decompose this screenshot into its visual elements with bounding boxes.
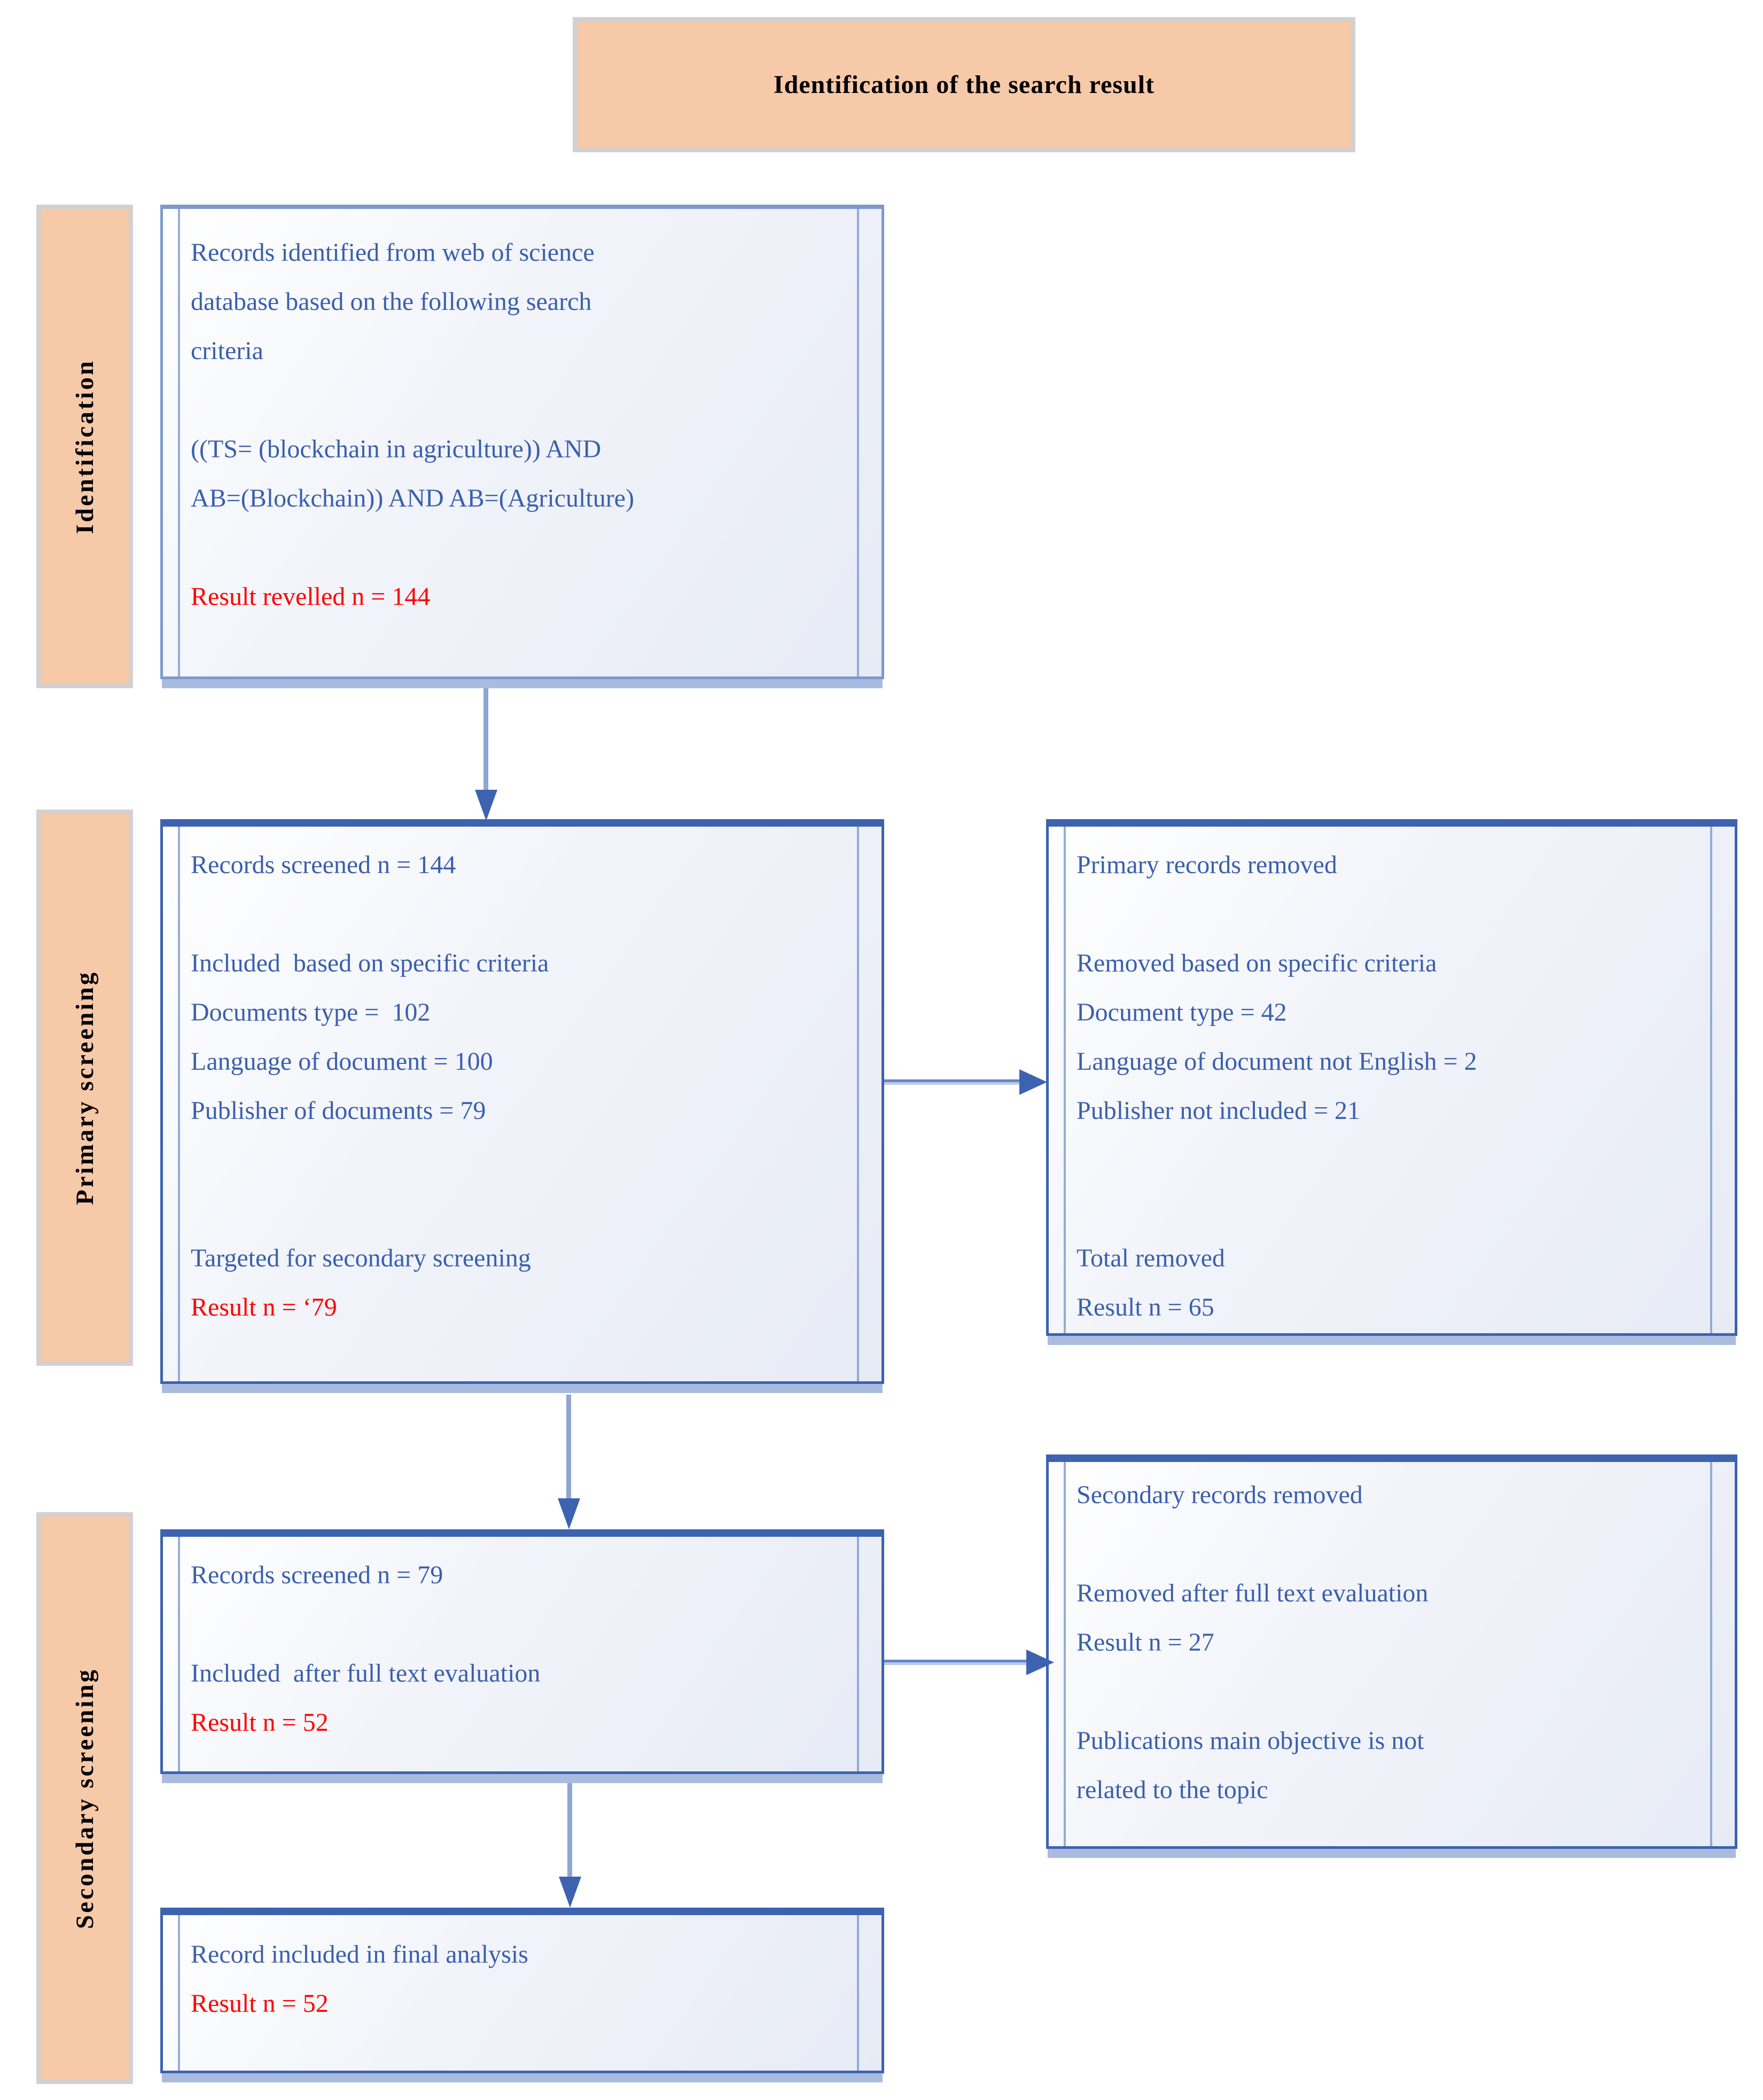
arrow-shaft: [567, 1783, 572, 1877]
box-secondary-screening: Records screened n = 79 Included after fu…: [160, 1529, 884, 1774]
stage-label-secondary-screening: Secondary screening: [36, 1512, 133, 2084]
title-banner: Identification of the search result: [573, 17, 1355, 152]
box-text-line: Primary records removed: [1076, 851, 1337, 879]
box-text-line: [191, 890, 860, 939]
box-text-line: related to the topic: [1076, 1776, 1268, 1804]
box-text-line: ((TS= (blockchain in agriculture)) AND: [191, 435, 602, 463]
arrow-down-icon: [558, 1498, 580, 1529]
box-text-line: [191, 376, 860, 425]
box-text-line: Result n = 52: [191, 1989, 329, 2018]
box-text-line: [191, 1135, 860, 1185]
stage-label-text: Primary screening: [71, 970, 99, 1205]
box-text-line: Language of document not English = 2: [1076, 1047, 1477, 1076]
box-text-line: Result n = 27: [1076, 1628, 1214, 1656]
box-text-line: [1076, 1135, 1713, 1185]
box-text-line: criteria: [191, 337, 263, 365]
box-text-line: Publications main objective is not: [1076, 1726, 1424, 1755]
arrow-right-icon: [1019, 1069, 1047, 1095]
box-text-line: [191, 1185, 860, 1234]
arrow-shaft: [566, 1395, 571, 1499]
stage-label-identification: Identification: [36, 205, 133, 688]
arrow-shaft: [884, 1660, 1027, 1665]
box-text-line: [191, 523, 860, 572]
box-text-line: Removed based on specific criteria: [1076, 949, 1437, 977]
box-text-line: Records screened n = 144: [191, 851, 456, 879]
box-text-line: [1076, 1520, 1713, 1569]
title-text: Identification of the search result: [773, 71, 1155, 99]
box-text-line: AB=(Blockchain)) AND AB=(Agriculture): [191, 484, 634, 512]
box-text-line: Secondary records removed: [1076, 1481, 1363, 1509]
box-text-line: Targeted for secondary screening: [191, 1244, 531, 1272]
box-text-line: Records identified from web of science: [191, 238, 595, 267]
box-text-line: Removed after full text evaluation: [1076, 1579, 1429, 1607]
arrow-right-icon: [1026, 1650, 1054, 1675]
box-text-line: Result n = ‘79: [191, 1293, 337, 1321]
box-text-line: Publisher of documents = 79: [191, 1096, 486, 1125]
box-text-line: [1076, 1667, 1713, 1716]
box-text-line: Result n = 65: [1076, 1293, 1214, 1321]
box-text-line: Records screened n = 79: [191, 1561, 443, 1589]
box-text-line: Documents type = 102: [191, 998, 431, 1026]
box-text-line: Result revelled n = 144: [191, 582, 431, 611]
stage-label-primary-screening: Primary screening: [36, 810, 133, 1366]
box-text-line: [191, 1600, 860, 1649]
box-text-line: Publisher not included = 21: [1076, 1096, 1361, 1125]
box-text-line: Document type = 42: [1076, 998, 1287, 1026]
box-text-line: Included after full text evaluation: [191, 1659, 541, 1687]
arrow-down-icon: [559, 1877, 581, 1908]
box-text-line: Result n = 52: [191, 1708, 329, 1737]
stage-label-text: Secondary screening: [71, 1667, 99, 1929]
box-text-line: Language of document = 100: [191, 1047, 493, 1076]
box-records-identified: Records identified from web of science da…: [160, 205, 884, 679]
arrow-shaft: [884, 1079, 1020, 1085]
arrow-shaft: [483, 688, 488, 791]
arrow-down-icon: [475, 790, 497, 821]
box-text-line: Record included in final analysis: [191, 1940, 528, 1969]
box-text-line: [1076, 890, 1713, 939]
box-text-line: Included based on specific criteria: [191, 949, 549, 977]
box-text-line: [1076, 1185, 1713, 1234]
box-text-line: database based on the following search: [191, 287, 592, 316]
box-text-line: Total removed: [1076, 1244, 1225, 1272]
stage-label-text: Identification: [71, 359, 99, 534]
